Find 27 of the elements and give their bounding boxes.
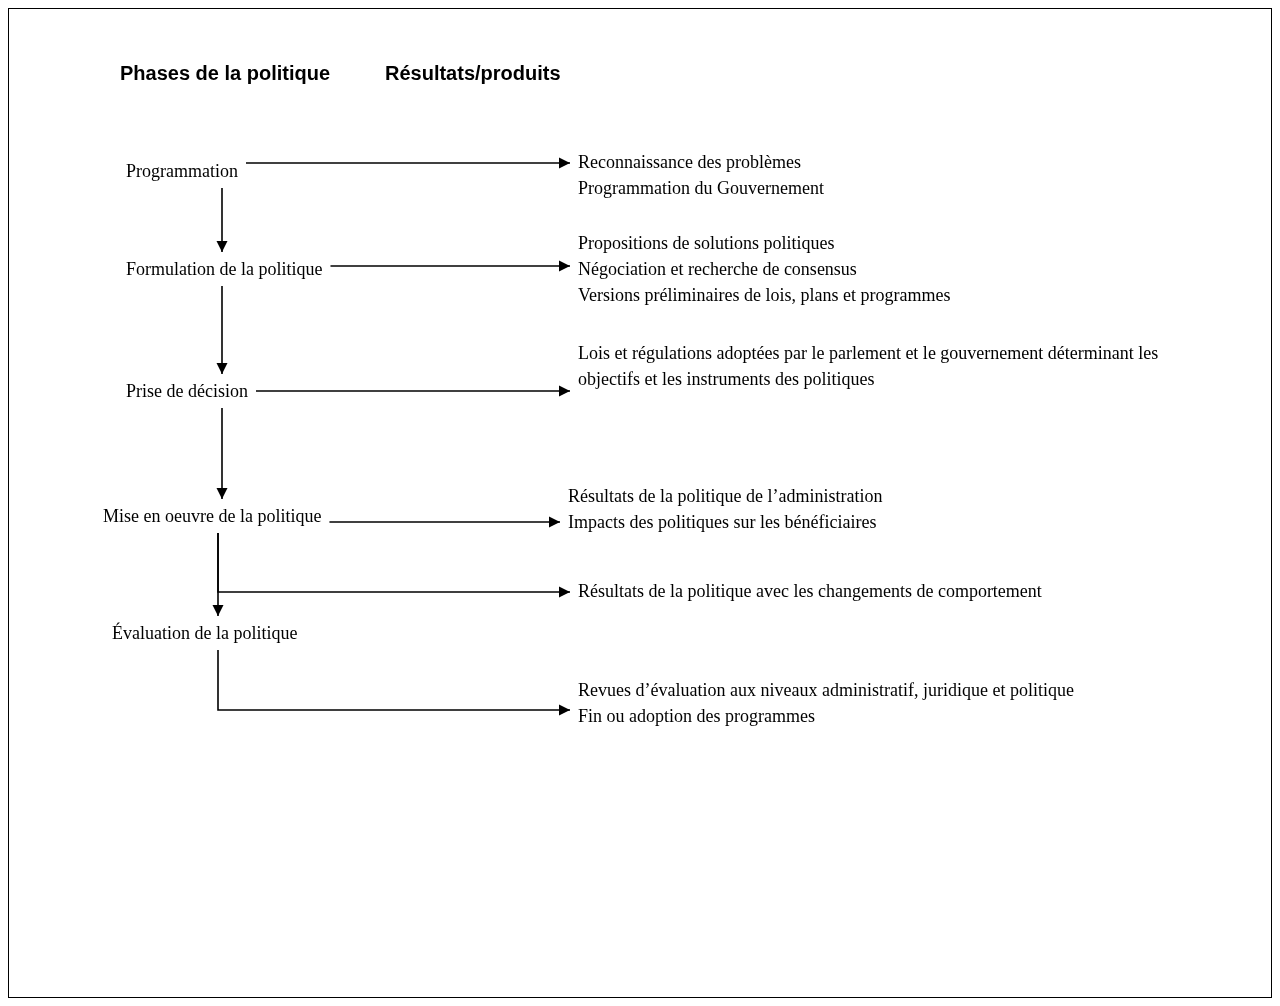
result-text: Résultats de la politique avec les changements de comportement [578, 580, 1042, 603]
result-text: Reconnaissance des problèmes [578, 151, 801, 174]
phase-text: Prise de décision [126, 380, 248, 403]
arrow [329, 260, 571, 272]
result-text: Lois et régulations adoptées par le parlement et le gouvernement déterminant les objectifs et les instruments des politiques [578, 342, 1160, 391]
phase-text: Programmation [126, 160, 238, 183]
phase-text: Mise en oeuvre de la politique [103, 505, 322, 528]
result-text: Impacts des politiques sur les bénéficiaires [568, 511, 877, 534]
arrow [328, 516, 561, 528]
arrow [217, 532, 571, 598]
column-heading: Phases de la politique [120, 62, 331, 85]
result-text: Propositions de solutions politiques [578, 232, 835, 255]
phase-text: Évaluation de la politique [112, 621, 298, 645]
result-text: Négociation et recherche de consensus [578, 258, 857, 281]
arrow [216, 285, 228, 375]
result-text: Programmation du Gouvernement [578, 177, 824, 200]
arrow [245, 157, 571, 169]
arrow [216, 407, 228, 500]
result-text: Résultats de la politique de l’administration [568, 485, 883, 508]
phase-text: Formulation de la politique [126, 258, 323, 281]
result-text: Revues d’évaluation aux niveaux administratif, juridique et politique [578, 679, 1074, 702]
arrow [216, 187, 228, 253]
arrow [255, 385, 571, 397]
column-heading: Résultats/produits [385, 62, 561, 85]
arrow [217, 649, 571, 716]
result-text: Versions préliminaires de lois, plans et programmes [578, 284, 951, 307]
result-text: Fin ou adoption des programmes [578, 705, 815, 728]
